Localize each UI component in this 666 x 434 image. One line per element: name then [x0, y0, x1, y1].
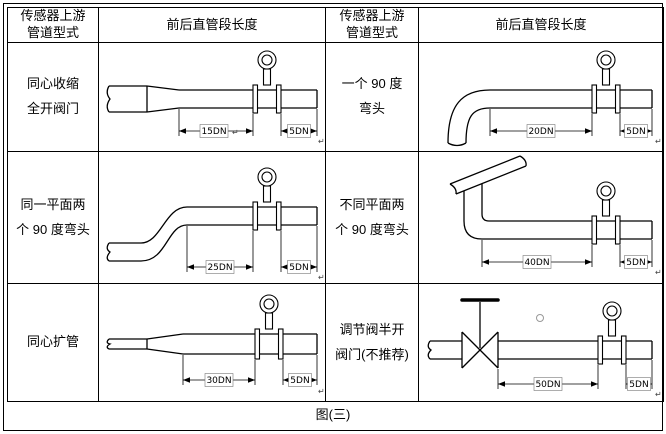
- dimension-label-main: 15DN: [201, 127, 226, 137]
- table-row: 同心扩管: [7, 283, 664, 402]
- pipe: [106, 85, 318, 113]
- dimension-lines: 15DN 5DN: [178, 109, 318, 138]
- label-single-90-elbow: 一个 90 度 弯头: [325, 42, 419, 152]
- dimension-label-main: 50DN: [535, 380, 560, 390]
- return-mark: ↵: [655, 268, 662, 277]
- dimension-label-main: 40DN: [524, 258, 549, 268]
- diagram-concentric-reducer: 15DN 5DN ↵ ↵: [106, 50, 325, 146]
- flowmeter-icon: [252, 50, 282, 114]
- pipe: [447, 89, 653, 147]
- valve-icon: [460, 298, 500, 369]
- diagram-cell: 30DN 5DN ↵: [98, 283, 326, 402]
- dimension-label-end: 5DN: [626, 258, 645, 268]
- pipe: [449, 155, 653, 240]
- dimension-label-end: 5DN: [290, 376, 309, 386]
- diagram-cell: 40DN 5DN ↵: [418, 151, 664, 284]
- flowmeter-icon: [597, 301, 627, 365]
- diagram-control-valve-half-open: 50DN 5DN ↵: [427, 298, 662, 399]
- dimension-label-end: 5DN: [626, 127, 645, 137]
- flowmeter-icon: [591, 181, 621, 245]
- label-concentric-reducer: 同心收缩 全开阀门: [7, 42, 99, 152]
- return-mark: ↵: [318, 387, 325, 396]
- pipe-requirements-table: 传感器上游 管道型式 前后直管段长度 传感器上游 管道型式 前后直管段长度 同心…: [7, 7, 664, 402]
- header-straight-length-left: 前后直管段长度: [98, 7, 326, 43]
- table-row: 同一平面两 个 90 度弯头: [7, 151, 664, 284]
- dimension-label-end: 5DN: [289, 127, 308, 137]
- pipe: [106, 333, 318, 355]
- header-upstream-type-left: 传感器上游 管道型式: [7, 7, 99, 43]
- return-mark: ↵: [318, 137, 325, 146]
- dimension-lines: 40DN 5DN: [481, 240, 653, 269]
- return-mark: ↵: [232, 128, 239, 137]
- header-straight-length-right: 前后直管段长度: [418, 7, 664, 43]
- anchor-mark: [536, 314, 544, 322]
- dimension-lines: 25DN 5DN: [186, 226, 318, 274]
- dimension-lines: 20DN 5DN: [489, 109, 653, 138]
- pipe: [106, 206, 318, 262]
- return-mark: ↵: [655, 390, 662, 399]
- dimension-label-main: 25DN: [207, 263, 232, 273]
- diagram-cell: 25DN 5DN ↵: [98, 151, 326, 284]
- diagram-cell: 20DN 5DN ↵: [418, 42, 664, 152]
- figure-caption: 图(三): [315, 407, 351, 422]
- dimension-label-end: 5DN: [289, 263, 308, 273]
- header-upstream-type-right: 传感器上游 管道型式: [325, 7, 419, 43]
- diagram-two-elbows-same-plane: 25DN 5DN ↵: [106, 167, 325, 282]
- flowmeter-icon: [252, 167, 282, 231]
- flowmeter-icon: [254, 294, 284, 360]
- dimension-lines: 50DN 5DN: [497, 360, 653, 391]
- dimension-label-main: 20DN: [528, 127, 553, 137]
- header-row: 传感器上游 管道型式 前后直管段长度 传感器上游 管道型式 前后直管段长度: [7, 7, 664, 43]
- dimension-label-end: 5DN: [629, 380, 648, 390]
- diagram-single-90-elbow: 20DN 5DN ↵: [447, 50, 662, 147]
- table-row: 同心收缩 全开阀门: [7, 42, 664, 152]
- label-concentric-expander: 同心扩管: [7, 283, 99, 402]
- label-two-elbows-same-plane: 同一平面两 个 90 度弯头: [7, 151, 99, 284]
- diagram-two-elbows-diff-plane: 40DN 5DN ↵: [449, 155, 662, 277]
- label-control-valve-half-open: 调节阀半开 阀门(不推荐): [325, 283, 419, 402]
- diagram-cell: 50DN 5DN ↵: [418, 283, 664, 402]
- diagram-cell: 15DN 5DN ↵ ↵: [98, 42, 326, 152]
- figure-frame: 传感器上游 管道型式 前后直管段长度 传感器上游 管道型式 前后直管段长度 同心…: [3, 3, 664, 431]
- diagram-concentric-expander: 30DN 5DN ↵: [106, 294, 325, 396]
- flowmeter-icon: [591, 50, 621, 114]
- dimension-label-main: 30DN: [206, 376, 231, 386]
- label-two-elbows-diff-plane: 不同平面两 个 90 度弯头: [325, 151, 419, 284]
- dimension-lines: 30DN 5DN: [182, 355, 318, 387]
- return-mark: ↵: [655, 137, 662, 146]
- return-mark: ↵: [318, 273, 325, 282]
